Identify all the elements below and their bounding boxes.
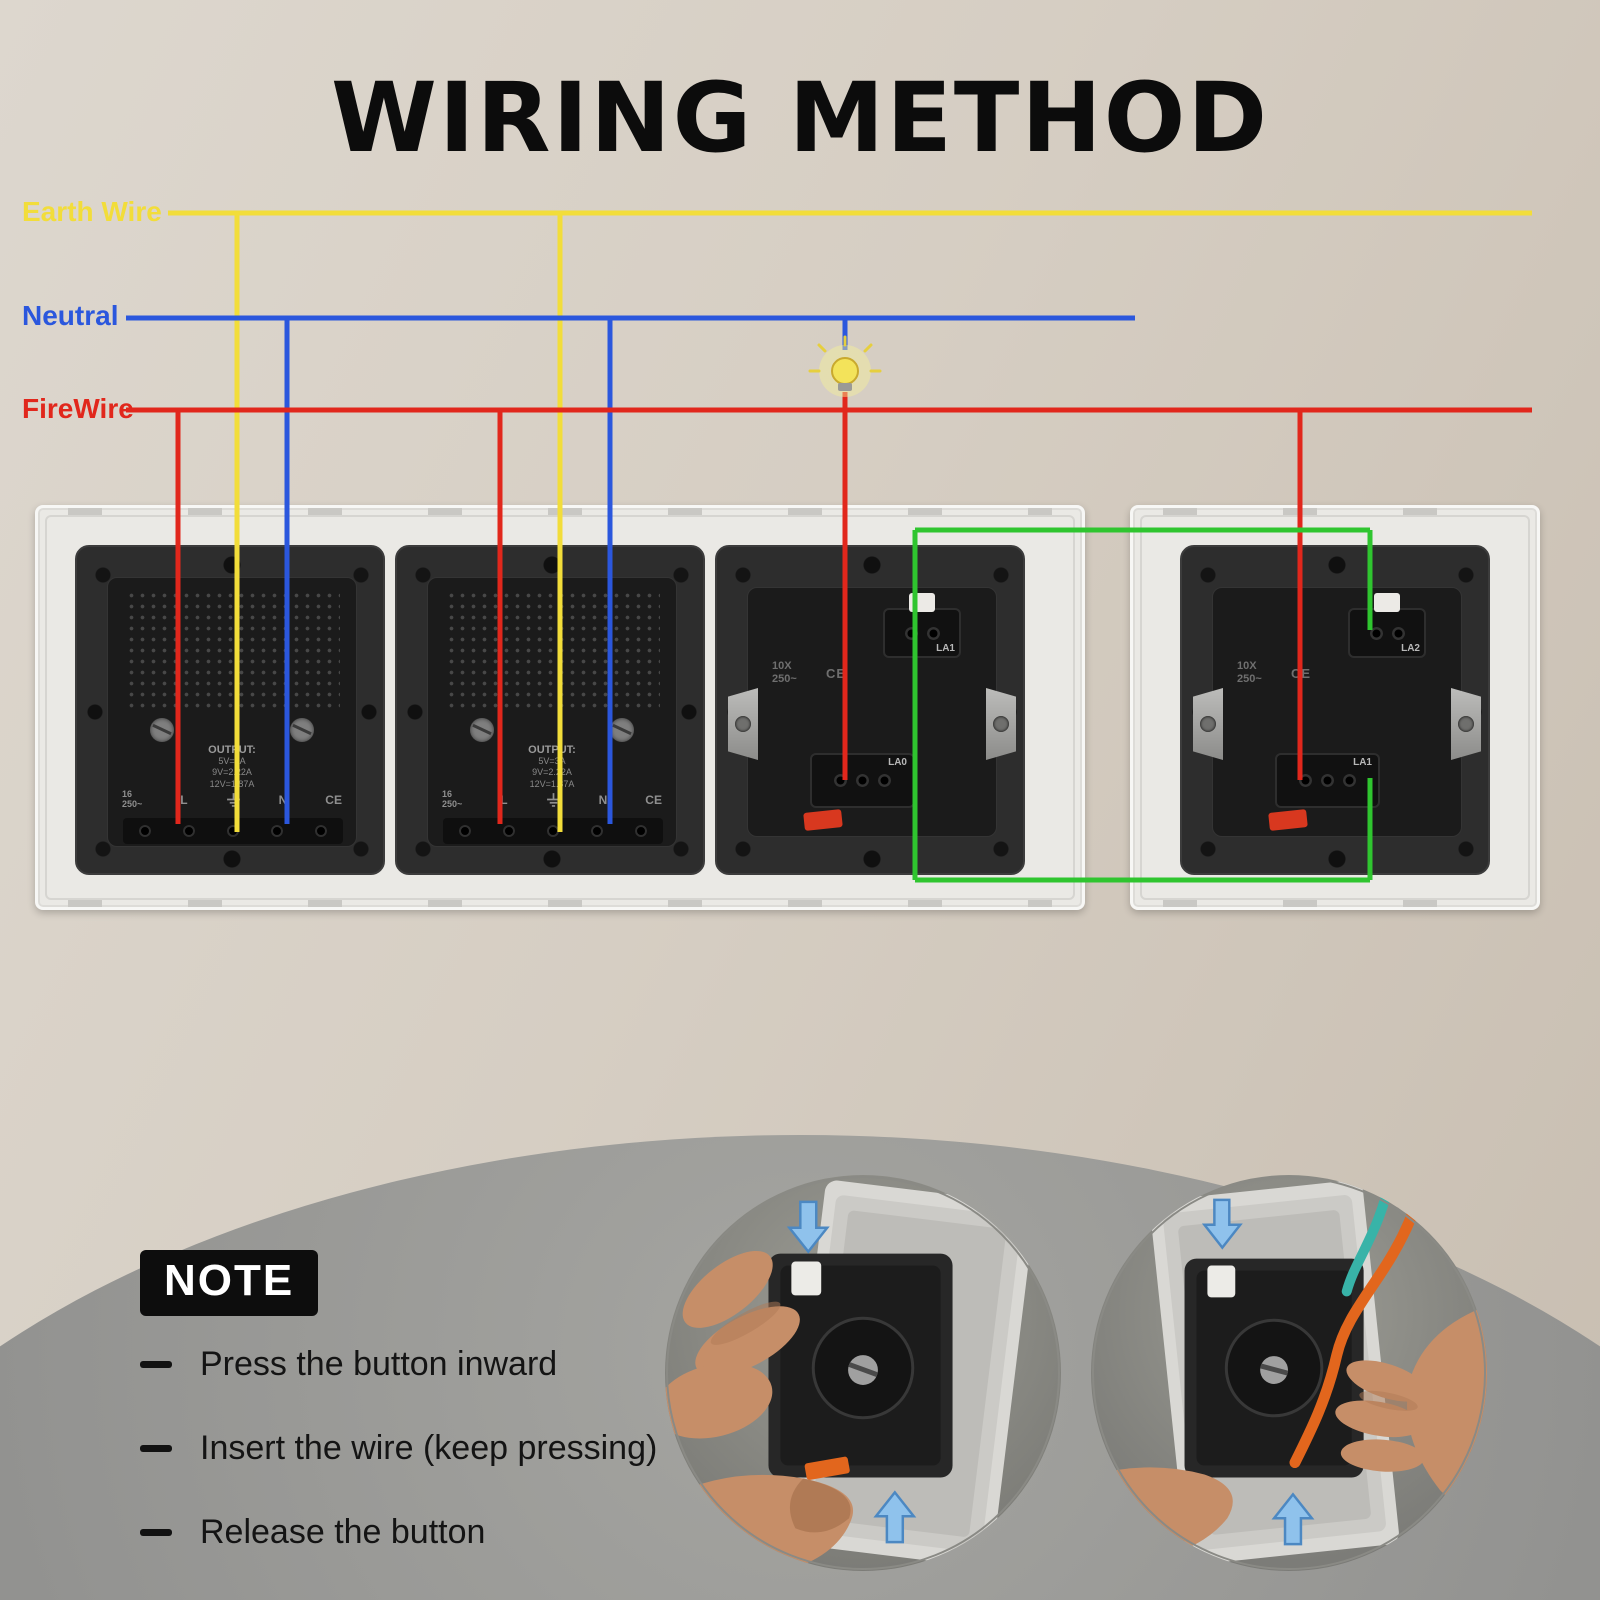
note-list: Press the button inward Insert the wire … [140,1338,657,1590]
terminal-strip [443,818,663,844]
mounting-claw [728,688,758,760]
screw-icon [470,718,494,742]
wire-release-clip-white [1374,593,1400,612]
neutral-wire-label: Neutral [22,300,119,331]
note-item: Insert the wire (keep pressing) [140,1422,657,1474]
screw-icon [610,718,634,742]
terminal-label: LA1 [1353,757,1372,768]
screw-icon [150,718,174,742]
dash-bullet-icon [140,1528,172,1536]
ce-mark: CE [325,792,342,807]
voltage-value: 250~ [772,672,797,685]
rating-value: 10X [1237,660,1257,672]
output-line: 5V=3A [218,756,246,766]
rating-value: 16 [442,789,453,799]
terminal-label: LA1 [936,643,955,654]
screw-icon [290,718,314,742]
voltage-value: 250~ [1237,672,1262,685]
module-frame-3: 10X 250~ CE LA1 LA0 [715,545,1025,875]
top-terminal: LA2 [1348,593,1426,658]
firewire-label: FireWire [22,393,134,424]
earth-symbol-icon [226,793,240,808]
note-item-text: Press the button inward [200,1344,558,1383]
output-spec-text: OUTPUT: 5V=3A 9V=2.22A 12V=1.87A [428,744,676,790]
module-frame-4: 10X 250~ CE LA2 LA1 [1180,545,1490,875]
dash-bullet-icon [140,1444,172,1452]
current-rating: 16 250~ [122,789,143,810]
output-line: 12V=1.87A [529,778,575,789]
switch-rating-text: 10X 250~ [772,660,797,685]
voltage-value: 250~ [442,798,463,809]
bottom-terminal: LA0 [803,753,915,831]
output-line: 9V=2.22A [532,767,572,778]
mounting-claw [1451,688,1481,760]
light-bulb-icon [808,335,882,397]
photo-insert-wire [1090,1174,1488,1572]
ce-mark: CE [1291,666,1312,681]
live-terminal-mark: L [500,792,508,807]
rating-value: 16 [122,789,133,799]
output-line: 12V=1.87A [209,778,255,789]
current-rating: 16 250~ [442,789,463,810]
ce-mark: CE [826,666,847,681]
note-item-text: Release the button [200,1512,486,1551]
output-line: 9V=2.22A [212,767,252,778]
terminal-label: LA2 [1401,643,1420,654]
wire-release-clip-red [1268,809,1308,831]
neutral-terminal-mark: N [278,792,288,807]
output-spec-text: OUTPUT: 5V=3A 9V=2.22A 12V=1.87A [108,744,356,790]
earth-wire-label: Earth Wire [22,196,162,227]
switch-module-2: 10X 250~ CE LA2 LA1 [1193,587,1481,837]
earth-symbol-icon [546,793,560,808]
note-item: Press the button inward [140,1338,657,1390]
insert-wire-illustration [1090,1174,1488,1572]
output-title: OUTPUT: [528,744,576,756]
wire-release-clip-red [803,809,843,831]
perforation-grid [126,590,340,710]
switch-module-1: 10X 250~ CE LA1 LA0 [728,587,1016,837]
mounting-claw [986,688,1016,760]
note-badge: NOTE [140,1250,319,1316]
wire-release-clip-white [909,593,935,612]
neutral-terminal-mark: N [598,792,608,807]
perforation-grid [446,590,660,710]
page-title: WIRING METHOD [330,62,1270,174]
voltage-value: 250~ [122,798,143,809]
usb-socket-module-2: OUTPUT: 5V=3A 9V=2.22A 12V=1.87A 16 250~… [427,577,677,847]
switch-rating-text: 10X 250~ [1237,660,1262,685]
module-frame-1: OUTPUT: 5V=3A 9V=2.22A 12V=1.87A 16 250~… [75,545,385,875]
dash-bullet-icon [140,1360,172,1368]
rating-marks: 16 250~ L N CE [122,789,342,810]
rating-marks: 16 250~ L N CE [442,789,662,810]
output-line: 5V=3A [538,756,566,766]
note-item-text: Insert the wire (keep pressing) [200,1428,658,1467]
bottom-terminal: LA1 [1268,753,1380,831]
top-terminal: LA1 [883,593,961,658]
photo-press-button [664,1174,1062,1572]
terminal-label: LA0 [888,757,907,768]
live-terminal-mark: L [180,792,188,807]
press-button-illustration [664,1174,1062,1572]
usb-socket-module-1: OUTPUT: 5V=3A 9V=2.22A 12V=1.87A 16 250~… [107,577,357,847]
terminal-strip [123,818,343,844]
module-frame-2: OUTPUT: 5V=3A 9V=2.22A 12V=1.87A 16 250~… [395,545,705,875]
ce-mark: CE [645,792,662,807]
output-title: OUTPUT: [208,744,256,756]
rating-value: 10X [772,660,792,672]
note-item: Release the button [140,1506,657,1558]
mounting-claw [1193,688,1223,760]
